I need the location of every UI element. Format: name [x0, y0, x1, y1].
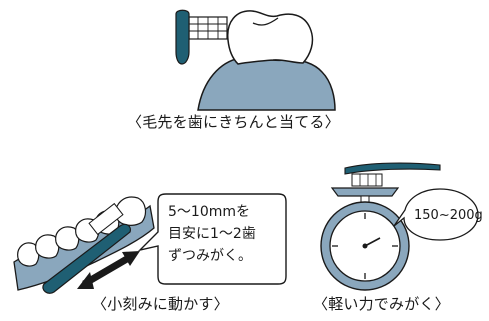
top-illustration — [175, 9, 336, 111]
caption-top: 〈毛先を歯にきちんと当てる〉 — [127, 113, 340, 131]
bubble-line-2: 目安に1～2歯 — [168, 226, 256, 242]
caption-right: 〈軽い力でみがく〉 — [313, 295, 450, 313]
scale-bristles — [351, 173, 383, 187]
tooth-groove — [252, 17, 279, 26]
scale-illustration — [320, 162, 479, 291]
weight-label: 150~200g — [414, 208, 483, 223]
scale-platform — [330, 187, 400, 197]
side-brush-bristles — [88, 202, 124, 236]
scale-toothbrush-handle — [344, 162, 441, 175]
tooth-crown — [227, 10, 314, 65]
caption-left: 〈小刻みに動かす〉 — [92, 295, 229, 313]
gum-shape — [197, 56, 336, 111]
toothbrush-head — [175, 9, 190, 65]
bubble-line-3: ずつみがく。 — [168, 248, 252, 264]
side-toothbrush — [42, 223, 131, 294]
weight-bubble — [393, 188, 479, 241]
scale-needle — [364, 237, 381, 247]
movement-arrow — [82, 252, 134, 288]
bubble-line-1: 5～10mmを — [168, 204, 250, 220]
speech-bubble — [137, 193, 287, 285]
side-teeth-illustration — [13, 196, 155, 294]
speech-bubble-text: 5～10mmを 目安に1～2歯 ずつみがく。 — [168, 201, 256, 267]
